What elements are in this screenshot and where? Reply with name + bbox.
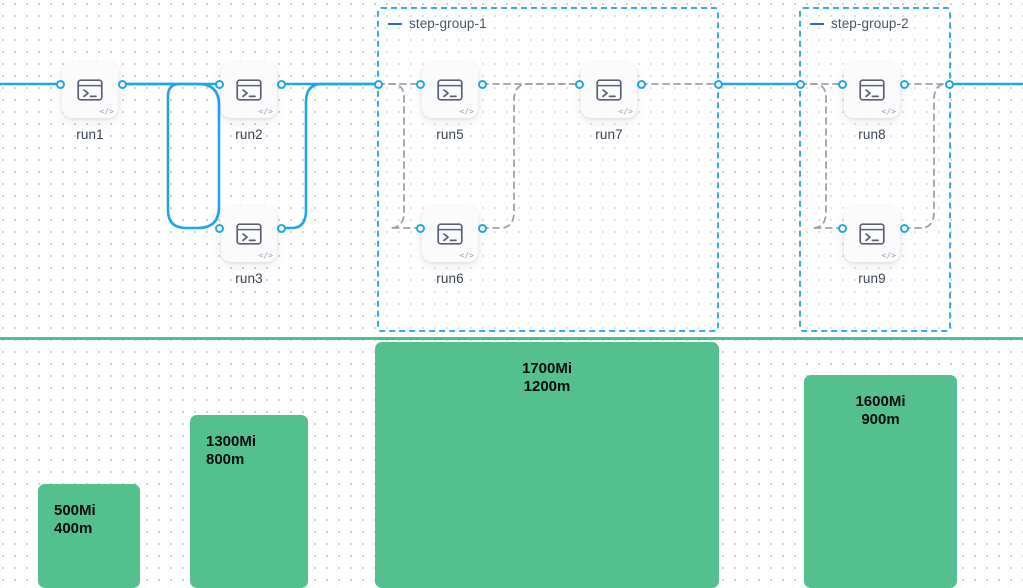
port-run8-out[interactable]	[899, 79, 909, 89]
port-group2-in[interactable]	[795, 79, 805, 89]
terminal-icon	[596, 79, 622, 101]
bar-run2-run3-memory: 1300Mi	[206, 433, 257, 450]
port-run6-in[interactable]	[415, 223, 425, 233]
code-icon[interactable]: </>	[881, 107, 896, 116]
group-label-step-group-1[interactable]: step-group-1	[388, 16, 487, 31]
bar-step-group-2-memory: 1600Mi	[855, 393, 906, 410]
group-label-step-group-2[interactable]: step-group-2	[810, 16, 909, 31]
terminal-icon	[437, 223, 463, 245]
dashed-edge-group	[377, 83, 950, 229]
node-run3[interactable]: </>	[221, 206, 277, 262]
bar-run1-cpu: 400m	[54, 520, 93, 537]
minus-dash-icon[interactable]	[810, 22, 824, 25]
node-label-run9: run9	[858, 271, 886, 286]
bar-run2-run3-cpu: 800m	[206, 451, 245, 468]
port-run9-out[interactable]	[899, 223, 909, 233]
port-run6-out[interactable]	[477, 223, 487, 233]
node-label-run1: run1	[76, 127, 104, 142]
port-run2-in[interactable]	[214, 79, 224, 89]
terminal-icon	[236, 79, 262, 101]
section-divider	[0, 337, 1023, 340]
node-label-run8: run8	[858, 127, 886, 142]
code-icon[interactable]: </>	[459, 107, 474, 116]
minus-dash-icon[interactable]	[388, 22, 402, 25]
terminal-icon	[236, 223, 262, 245]
port-run1-out[interactable]	[117, 79, 127, 89]
bar-step-group-1-cpu: 1200m	[523, 378, 571, 395]
group-title-text: step-group-1	[409, 16, 487, 31]
port-run7-out[interactable]	[636, 79, 646, 89]
node-run8[interactable]: </>	[844, 62, 900, 118]
terminal-icon	[77, 79, 103, 101]
terminal-icon	[859, 79, 885, 101]
port-run9-in[interactable]	[837, 223, 847, 233]
node-label-run6: run6	[436, 271, 464, 286]
group-box-step-group-2[interactable]	[799, 7, 951, 332]
edge-group1in-to-run6	[377, 83, 421, 229]
code-icon[interactable]: </>	[881, 251, 896, 260]
edge-run6-to-run7	[481, 83, 580, 229]
node-label-run7: run7	[595, 127, 623, 142]
bar-step-group-2-cpu: 900m	[861, 411, 900, 428]
edge-run1-to-run3	[120, 82, 221, 230]
port-run7-in[interactable]	[574, 79, 584, 89]
port-run8-in[interactable]	[837, 79, 847, 89]
group-box-step-group-1[interactable]	[377, 7, 719, 332]
terminal-icon	[859, 223, 885, 245]
solid-edge-group	[0, 82, 1023, 230]
node-run7[interactable]: </>	[581, 62, 637, 118]
port-group1-out[interactable]	[713, 79, 723, 89]
edge-run3-to-group1	[279, 82, 380, 230]
port-group1-in[interactable]	[373, 79, 383, 89]
code-icon[interactable]: </>	[99, 107, 114, 116]
edge-run9-to-group2out	[903, 83, 950, 229]
node-run9[interactable]: </>	[844, 206, 900, 262]
port-group2-out[interactable]	[944, 79, 954, 89]
port-run5-out[interactable]	[477, 79, 487, 89]
node-run2[interactable]: </>	[221, 62, 277, 118]
code-icon[interactable]: </>	[258, 107, 273, 116]
code-icon[interactable]: </>	[618, 107, 633, 116]
node-run1[interactable]: </>	[62, 62, 118, 118]
port-run1-in[interactable]	[55, 79, 65, 89]
code-icon[interactable]: </>	[258, 251, 273, 260]
group-title-text: step-group-2	[831, 16, 909, 31]
bar-run1-memory: 500Mi	[54, 502, 96, 519]
node-label-run5: run5	[436, 127, 464, 142]
port-run3-out[interactable]	[276, 223, 286, 233]
node-run6[interactable]: </>	[422, 206, 478, 262]
terminal-icon	[437, 79, 463, 101]
node-label-run3: run3	[235, 271, 263, 286]
edge-group2in-to-run9	[799, 83, 843, 229]
node-run5[interactable]: </>	[422, 62, 478, 118]
node-label-run2: run2	[235, 127, 263, 142]
port-run2-out[interactable]	[276, 79, 286, 89]
bar-step-group-1-memory: 1700Mi	[521, 360, 573, 377]
code-icon[interactable]: </>	[459, 251, 474, 260]
port-run3-in[interactable]	[214, 223, 224, 233]
port-run5-in[interactable]	[415, 79, 425, 89]
